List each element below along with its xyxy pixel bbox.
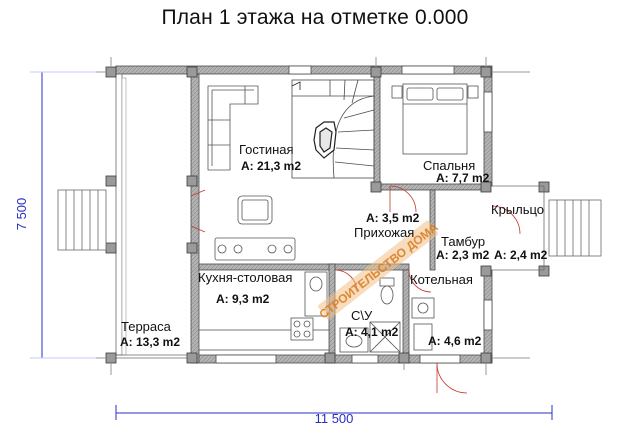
- room-name-bathroom: С\У: [351, 308, 373, 323]
- doors: [190, 185, 521, 394]
- bedroom-furniture: [391, 83, 479, 155]
- terrace-railing: [116, 354, 196, 359]
- dimension-lines: [30, 71, 553, 420]
- room-area-porch: A: 2,4 m2: [494, 248, 548, 262]
- room-labels: Гостиная A: 21,3 m2 Спальня A: 7,7 m2 A:…: [120, 142, 548, 349]
- width-dimension-label: 11 500: [315, 411, 354, 426]
- room-name-terrace: Терраса: [121, 319, 172, 334]
- room-name-vestibule: Тамбур: [441, 234, 485, 249]
- room-area-living: A: 21,3 m2: [241, 159, 301, 173]
- porch-stairs: [548, 199, 602, 257]
- room-name-bedroom: Спальня: [423, 158, 475, 173]
- room-name-living: Гостиная: [239, 142, 294, 157]
- porch-outline: [492, 185, 545, 271]
- windows: [215, 65, 493, 364]
- room-area-boiler: A: 4,6 m2: [428, 334, 482, 348]
- wall-extension-lines: [96, 57, 530, 375]
- plan-title: План 1 этажа на отметке 0.000: [161, 6, 469, 29]
- height-dimension-label: 7 500: [14, 198, 29, 231]
- fireplace: [313, 121, 337, 159]
- terrace-stairs: [57, 189, 107, 251]
- room-area-kitchen: A: 9,3 m2: [216, 292, 270, 306]
- plumbing-fixtures: [339, 277, 435, 353]
- room-name-kitchen: Кухня-столовая: [198, 270, 292, 285]
- room-area-terrace: A: 13,3 m2: [120, 335, 180, 349]
- room-name-porch: Крыльцо: [491, 202, 544, 217]
- room-area-bathroom: A: 4,1 m2: [345, 325, 399, 339]
- room-area-bedroom: A: 7,7 m2: [436, 171, 490, 185]
- room-name-boiler: Котельная: [410, 272, 473, 287]
- room-area-vestibule: A: 2,3 m2: [436, 248, 490, 262]
- room-name-hall: Прихожая: [354, 225, 414, 240]
- room-area-hall: A: 3,5 m2: [366, 211, 420, 225]
- interior-staircase: [291, 79, 375, 179]
- living-furniture: [207, 85, 273, 225]
